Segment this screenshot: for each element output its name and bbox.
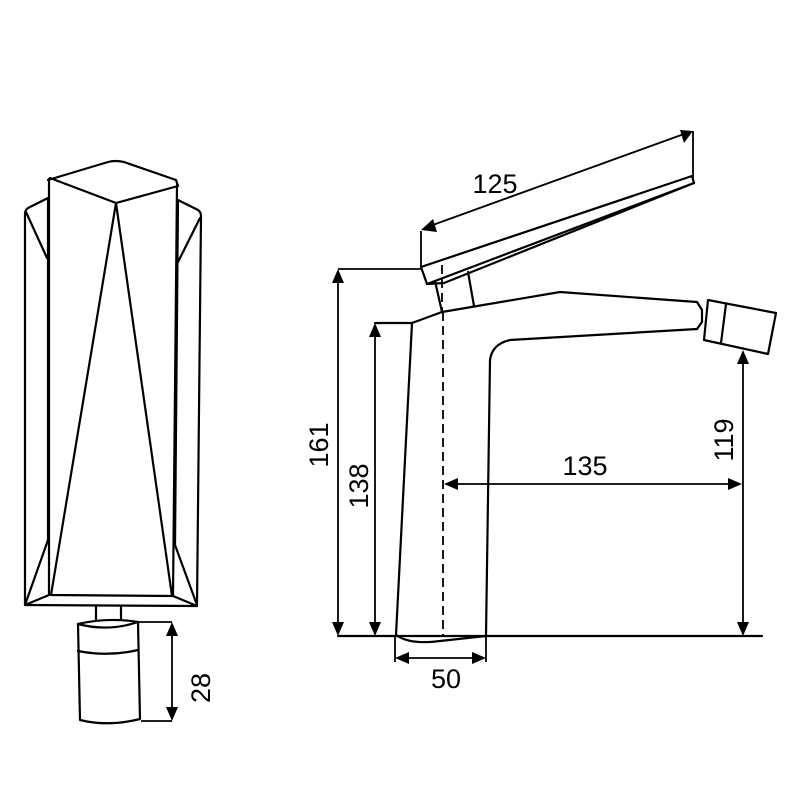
dim-135-label: 135 <box>562 451 607 481</box>
front-base-top-ellipse <box>76 620 140 629</box>
dim-28-arrow-up <box>166 622 178 636</box>
front-left-wing-diagonal <box>24 210 49 260</box>
dim-50-arrow-right <box>472 652 486 664</box>
front-base-ring <box>76 648 140 655</box>
front-view: 28 <box>23 159 216 725</box>
front-body-right-edge <box>171 183 179 598</box>
dim-28-arrow-down <box>166 707 178 721</box>
lever-underside <box>425 181 696 286</box>
dim-161-label: 161 <box>304 422 334 467</box>
nozzle-neck <box>695 300 704 331</box>
front-bottom-plate <box>23 603 199 608</box>
dim-119-arrow-up <box>737 350 749 364</box>
front-top-face <box>46 159 180 205</box>
dim-161-arrow-up <box>332 269 344 283</box>
dim-125-label: 125 <box>472 169 517 199</box>
front-left-wing <box>23 196 50 607</box>
nozzle-divider <box>719 302 728 345</box>
front-bottom-inner-right <box>171 594 199 608</box>
dim-161-arrow-down <box>332 622 344 636</box>
dim-50-arrow-left <box>395 652 409 664</box>
front-right-wing <box>173 198 203 607</box>
dim-135-arrow-left <box>444 478 458 490</box>
spout-top <box>440 290 699 314</box>
dim-135-arrow-right <box>728 478 742 490</box>
dim-50-label: 50 <box>431 664 461 694</box>
front-right-wing-diagonal <box>176 216 202 264</box>
spout-bottom <box>484 327 699 638</box>
dim-138-arrow-up <box>369 323 381 337</box>
body-outline <box>394 310 444 637</box>
dim-119-arrow-down <box>737 622 749 636</box>
dim-138-label: 138 <box>344 463 374 508</box>
dim-119-label: 119 <box>709 418 739 461</box>
dim-125-line <box>429 133 685 227</box>
dim-28-label: 28 <box>186 673 216 703</box>
side-view: 125 161 138 135 119 50 <box>304 130 778 694</box>
nozzle-head <box>702 298 778 356</box>
front-bottom-inner-left <box>23 593 51 607</box>
front-center-triangle <box>49 201 174 598</box>
front-base-cylinder <box>76 618 142 725</box>
dim-138-arrow-down <box>369 622 381 636</box>
dim-125-arrow-right <box>680 130 693 143</box>
dim-125-arrow-left <box>421 219 437 232</box>
lever-handle <box>419 174 696 286</box>
lever-joint <box>433 270 476 314</box>
